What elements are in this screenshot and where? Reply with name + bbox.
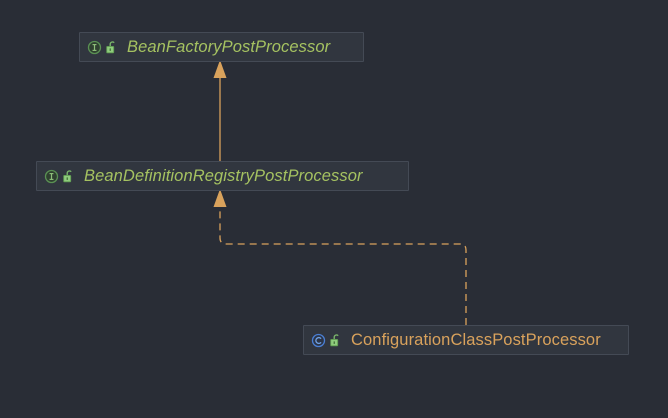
edge-realization-line [219,206,467,325]
public-lock-icon [329,333,342,348]
edge-generalization [213,60,227,161]
node-label-bean-definition-registry-post-processor: BeanDefinitionRegistryPostProcessor [84,166,363,185]
edge-realization [213,189,467,325]
node-bean-definition-registry-post-processor[interactable]: BeanDefinitionRegistryPostProcessor [36,161,409,191]
interface-icon [44,169,59,184]
class-icon [311,333,326,348]
interface-icon [87,40,102,55]
node-label-bean-factory-post-processor: BeanFactoryPostProcessor [127,37,331,56]
node-label-configuration-class-post-processor: ConfigurationClassPostProcessor [351,330,601,349]
public-lock-icon [62,169,75,184]
public-lock-icon [105,40,118,55]
edge-generalization-arrowhead [213,60,227,78]
node-configuration-class-post-processor[interactable]: ConfigurationClassPostProcessor [303,325,629,355]
node-bean-factory-post-processor[interactable]: BeanFactoryPostProcessor [79,32,364,62]
edge-realization-arrowhead [213,189,227,207]
